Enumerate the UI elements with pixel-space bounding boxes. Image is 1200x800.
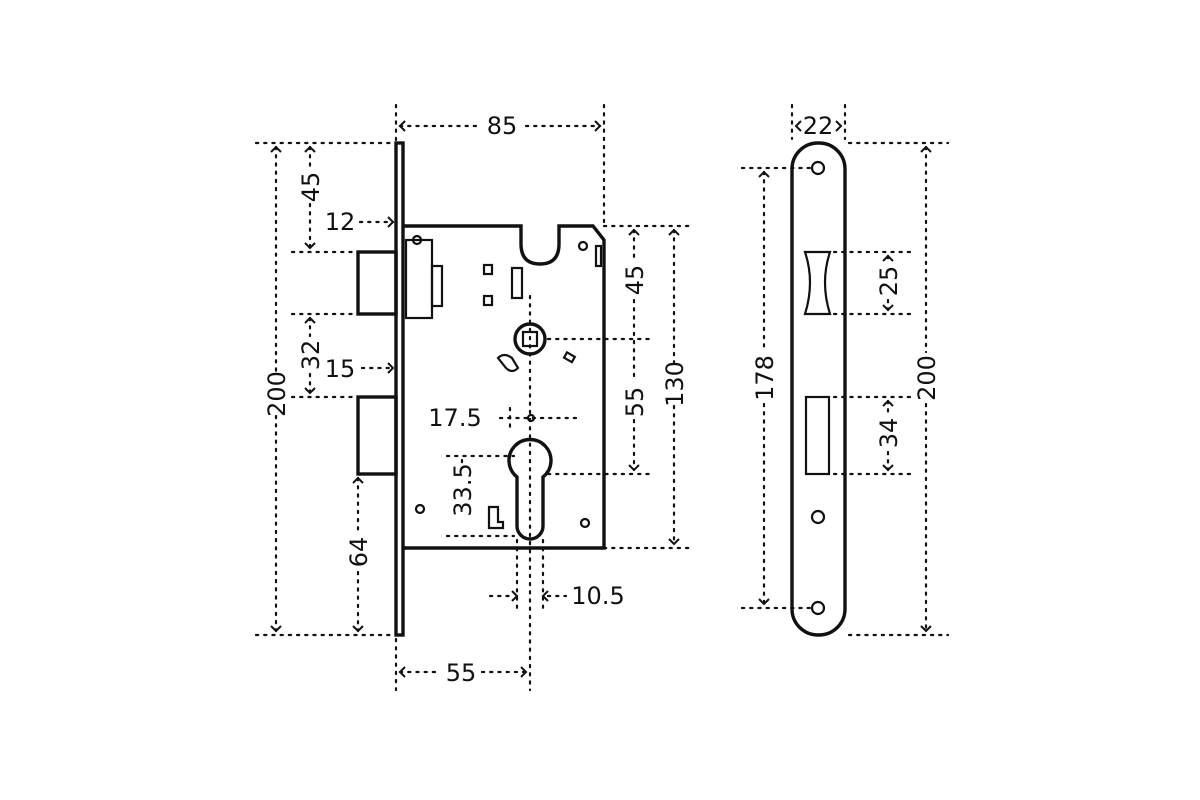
dead-bolt — [356, 395, 398, 476]
case-hole-top-right — [577, 240, 589, 252]
cylinder-cutout — [507, 437, 553, 541]
faceplate-front — [790, 141, 847, 637]
slot-4 — [562, 350, 577, 364]
dim-latch-to-bolt: 32 — [297, 340, 325, 371]
dim-backset: 55 — [446, 659, 477, 687]
dim-cylinder-height: 33.5 — [449, 463, 477, 516]
case-hole-bottom-left — [414, 503, 426, 515]
slot-2 — [482, 294, 494, 307]
dim-latch-hole: 25 — [875, 266, 903, 297]
dim-height: 200 — [263, 371, 291, 417]
dim-width: 85 — [487, 112, 518, 140]
slot-3 — [510, 266, 524, 300]
lever-cam — [496, 353, 520, 373]
dim-faceplate-height: 200 — [913, 355, 941, 401]
faceplate — [394, 141, 405, 637]
latch-spring — [430, 264, 444, 308]
latch-bolt — [356, 250, 398, 316]
dim-case-height: 130 — [661, 361, 689, 407]
faceplate-screw-middle — [810, 509, 826, 525]
dim-faceplate-width: 22 — [803, 112, 834, 140]
side-view: 22 200 178 25 34 — [740, 103, 950, 637]
dim-latch-projection: 12 — [325, 208, 356, 236]
case-hole-top-left — [411, 234, 423, 246]
dim-screw-centers: 178 — [751, 355, 779, 401]
front-view: 85 200 45 12 32 15 64 55 130 45 55 17.5 … — [254, 103, 696, 692]
faceplate-screw-top — [810, 160, 826, 176]
case-tab — [594, 244, 603, 268]
cylinder-cam — [487, 505, 505, 530]
dim-bolt-hole: 34 — [875, 418, 903, 449]
dim-spindle-to-cylinder: 55 — [621, 387, 649, 418]
dim-cylinder-offset: 17.5 — [428, 404, 481, 432]
latch-body — [404, 238, 434, 320]
bolt-opening — [804, 395, 831, 476]
dim-bolt-projection: 15 — [325, 355, 356, 383]
faceplate-screw-bottom — [810, 600, 826, 616]
slot-1 — [482, 263, 494, 276]
lock-case — [403, 224, 606, 550]
dim-bolt-to-bottom: 64 — [345, 537, 373, 568]
dim-top-to-latch: 45 — [297, 172, 325, 203]
case-hole-bottom-right — [579, 517, 591, 529]
dim-case-top-to-spindle: 45 — [621, 265, 649, 296]
dim-cylinder-width: 10.5 — [571, 582, 624, 610]
latch-opening — [803, 250, 832, 316]
